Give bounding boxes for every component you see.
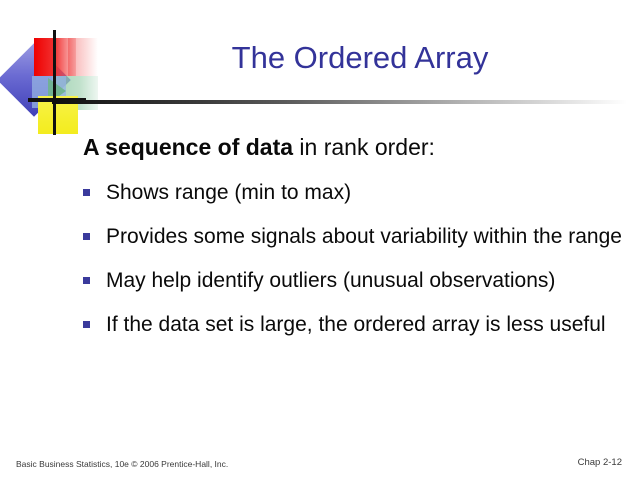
footer-copyright: Basic Business Statistics, 10e © 2006 Pr… bbox=[16, 459, 229, 469]
slide-title: The Ordered Array bbox=[231, 40, 489, 75]
bullet-item: May help identify outliers (unusual obse… bbox=[83, 268, 626, 294]
square-bullet-icon bbox=[83, 189, 90, 196]
square-bullet-icon bbox=[83, 321, 90, 328]
footer-chapter-number: Chap 2-12 bbox=[577, 457, 622, 468]
bullet-item-label: If the data set is large, the ordered ar… bbox=[106, 313, 606, 336]
bullet-item: Shows range (min to max) bbox=[83, 180, 626, 206]
title-divider-rule bbox=[52, 100, 627, 104]
bullet-list: Shows range (min to max) Provides some s… bbox=[0, 180, 638, 338]
bullet-item-label: Provides some signals about variability … bbox=[106, 225, 622, 248]
bullet-item-label: Shows range (min to max) bbox=[106, 181, 352, 204]
slide-body: A sequence of data in rank order: Shows … bbox=[0, 132, 638, 338]
logo-red-fade-shape bbox=[68, 38, 98, 76]
square-bullet-icon bbox=[83, 277, 90, 284]
bullet-item: If the data set is large, the ordered ar… bbox=[83, 312, 626, 338]
square-bullet-icon bbox=[83, 233, 90, 240]
lead-statement-bold: A sequence of data bbox=[83, 134, 294, 160]
prentice-hall-logo-icon bbox=[0, 30, 98, 135]
bullet-item: Provides some signals about variability … bbox=[83, 224, 626, 250]
lead-statement-rest: in rank order: bbox=[293, 134, 435, 160]
lead-statement: A sequence of data in rank order: bbox=[83, 132, 638, 162]
bullet-item-label: May help identify outliers (unusual obse… bbox=[106, 269, 556, 292]
logo-vertical-axis-shape bbox=[53, 30, 56, 135]
